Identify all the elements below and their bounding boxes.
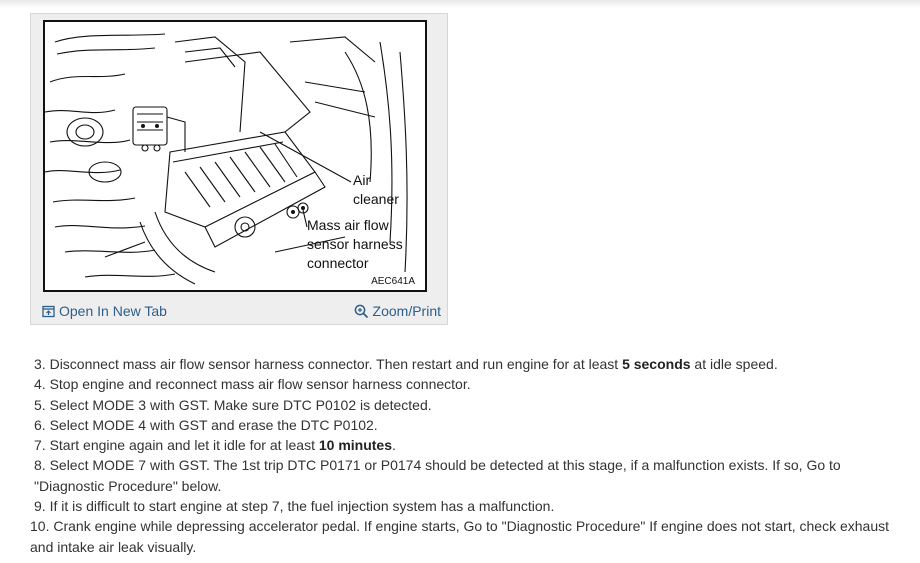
procedure-step: 8. Select MODE 7 with GST. The 1st trip … [30,455,890,496]
zoom-print-label: Zoom/Print [372,303,441,319]
step-emphasis: 10 minutes [318,437,392,454]
figure-code: AEC641A [371,276,415,287]
procedure-steps: 3. Disconnect mass air flow sensor harne… [30,354,890,557]
step-number: 8. [34,457,46,474]
maf-label-line2: sensor harness [307,236,403,252]
step-number: 5. [34,396,46,413]
step-emphasis: 5 seconds [622,356,691,372]
air-cleaner-label-line1: Air [353,172,371,188]
step-text: Select MODE 7 with GST. The 1st trip DTC… [34,457,841,494]
open-in-new-tab-label: Open In New Tab [59,303,167,319]
procedure-step: 10. Crank engine while depressing accele… [30,516,890,557]
step-number: 6. [34,416,46,433]
step-text: Start engine again and let it idle for a… [45,437,319,454]
step-number: 9. [34,498,46,515]
engine-bay-illustration [45,33,408,285]
open-in-new-tab-link[interactable]: Open In New Tab [42,303,167,319]
step-number: 3. [34,356,46,372]
step-text: If it is difficult to start engine at st… [45,498,555,515]
open-tab-icon [42,305,55,317]
zoom-print-link[interactable]: Zoom/Print [354,303,441,319]
procedure-step: 9. If it is difficult to start engine at… [30,496,890,516]
step-number: 10. [30,518,50,535]
step-text-end: at idle speed. [690,356,778,372]
procedure-step: 3. Disconnect mass air flow sensor harne… [30,354,890,374]
step-text: Select MODE 3 with GST. Make sure DTC P0… [45,396,432,413]
step-text: Select MODE 4 with GST and erase the DTC… [45,416,378,433]
top-shadow [0,0,920,8]
procedure-step: 7. Start engine again and let it idle fo… [30,435,890,455]
procedure-step: 5. Select MODE 3 with GST. Make sure DTC… [30,395,890,415]
maf-label-line3: connector [307,255,369,271]
maf-label-line1: Mass air flow [307,217,389,233]
step-text: Disconnect mass air flow sensor harness … [45,356,623,372]
step-number: 4. [34,376,46,393]
zoom-icon [354,304,368,318]
procedure-step: 6. Select MODE 4 with GST and erase the … [30,415,890,435]
step-number: 7. [34,437,46,454]
step-text: Crank engine while depressing accelerato… [30,518,889,555]
step-text-end: . [392,437,396,454]
air-cleaner-label-line2: cleaner [353,191,399,207]
step-text: Stop engine and reconnect mass air flow … [45,376,471,393]
engine-diagram: Air cleaner Mass air flow sensor harness… [43,20,427,292]
figure-card: Air cleaner Mass air flow sensor harness… [30,13,448,325]
procedure-step: 4. Stop engine and reconnect mass air fl… [30,374,890,394]
